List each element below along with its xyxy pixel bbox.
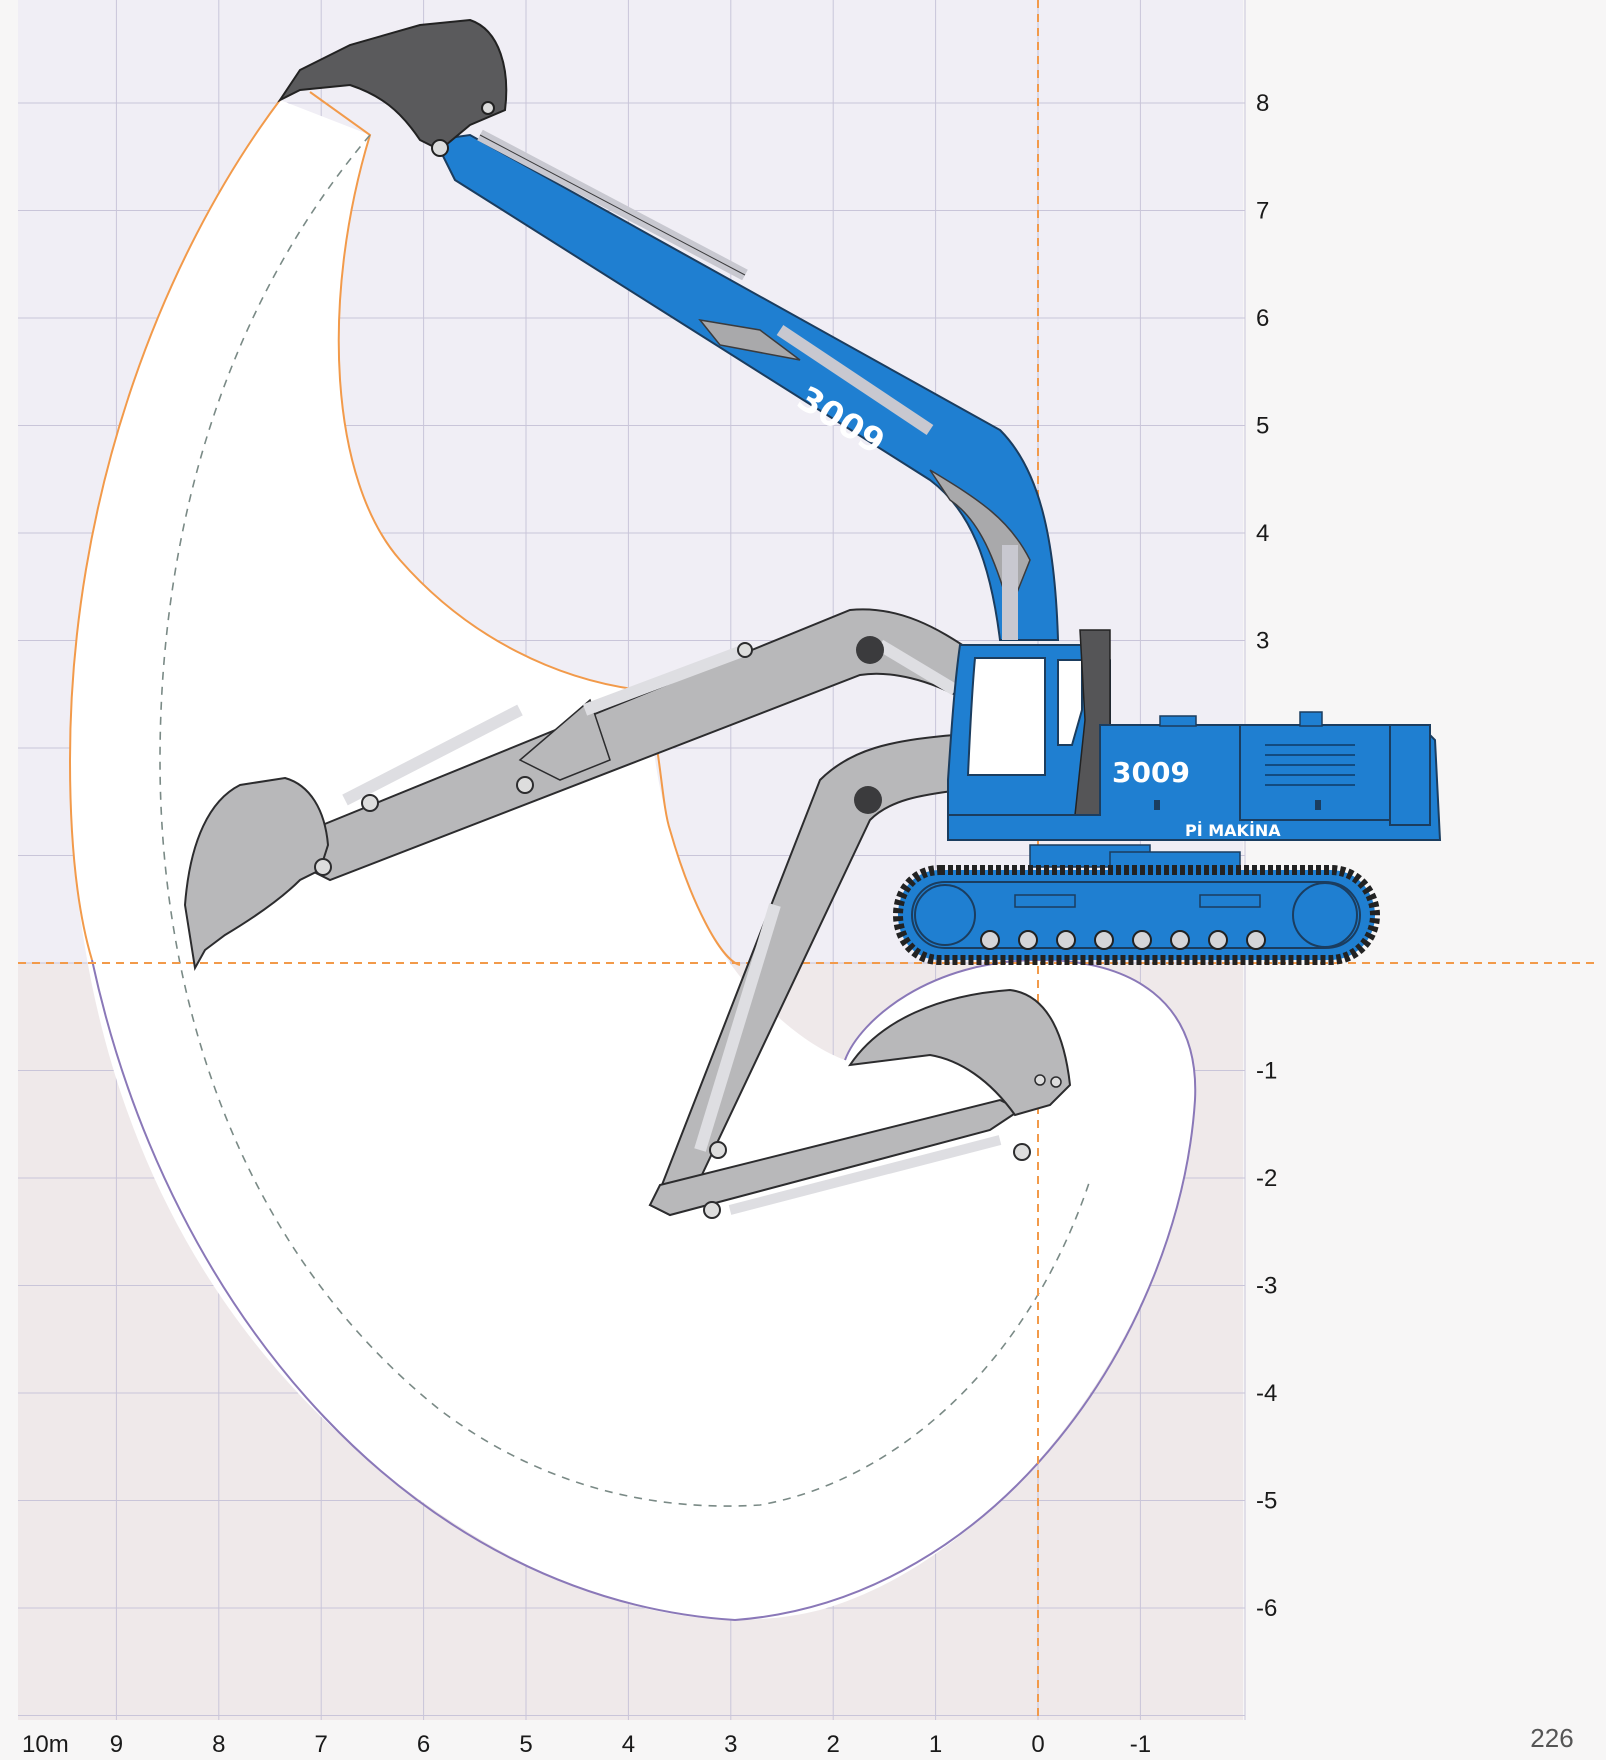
x-tick-label: 10m	[22, 1731, 69, 1758]
raised-boom	[433, 133, 1060, 641]
y-tick-label: 6	[1256, 305, 1269, 332]
x-tick-label: 3	[724, 1731, 737, 1758]
y-tick-label: 3	[1256, 628, 1269, 655]
y-tick-label: 8	[1256, 90, 1269, 117]
y-tick-label: 4	[1256, 520, 1269, 547]
page-number: 226	[1530, 1723, 1573, 1753]
y-tick-label: 7	[1256, 198, 1269, 225]
x-tick-label: -1	[1130, 1731, 1151, 1758]
y-tick-label: 5	[1256, 413, 1269, 440]
y-tick-label: -5	[1256, 1488, 1277, 1515]
extended-boom-position	[183, 608, 972, 972]
cab-side-window	[1057, 659, 1083, 746]
y-tick-label: -3	[1256, 1273, 1277, 1300]
x-axis-ticks: 10m 9 8 7 6 5 4 3 2 1 0 -1	[22, 1731, 1151, 1758]
digging-bucket	[847, 988, 1072, 1117]
y-tick-label: -1	[1256, 1058, 1277, 1085]
x-tick-label: 9	[110, 1731, 123, 1758]
cab-window	[966, 657, 1046, 776]
x-tick-label: 2	[827, 1731, 840, 1758]
x-tick-label: 4	[622, 1731, 635, 1758]
y-tick-label: -2	[1256, 1165, 1277, 1192]
undercarriage	[892, 844, 1381, 965]
x-tick-label: 5	[519, 1731, 532, 1758]
raised-bucket	[277, 18, 508, 152]
upper-reach-curve	[68, 91, 741, 966]
y-axis-ticks: 8 7 6 5 4 3 -1 -2 -3 -4 -5 -6	[1256, 90, 1277, 1622]
upper-structure: 3009 Pİ MAKİNA	[947, 629, 1442, 841]
extended-bucket	[183, 776, 330, 972]
x-tick-label: 0	[1031, 1731, 1044, 1758]
lower-reach-curve	[91, 958, 1197, 1622]
x-tick-label: 1	[929, 1731, 942, 1758]
x-tick-label: 8	[212, 1731, 225, 1758]
x-tick-label: 6	[417, 1731, 430, 1758]
y-tick-label: -4	[1256, 1380, 1277, 1407]
cab-model-label: 3009	[1112, 756, 1190, 789]
working-envelope	[70, 100, 1196, 1620]
brand-label: Pİ MAKİNA	[1185, 821, 1281, 840]
y-tick-label: -6	[1256, 1595, 1277, 1622]
x-tick-label: 7	[315, 1731, 328, 1758]
